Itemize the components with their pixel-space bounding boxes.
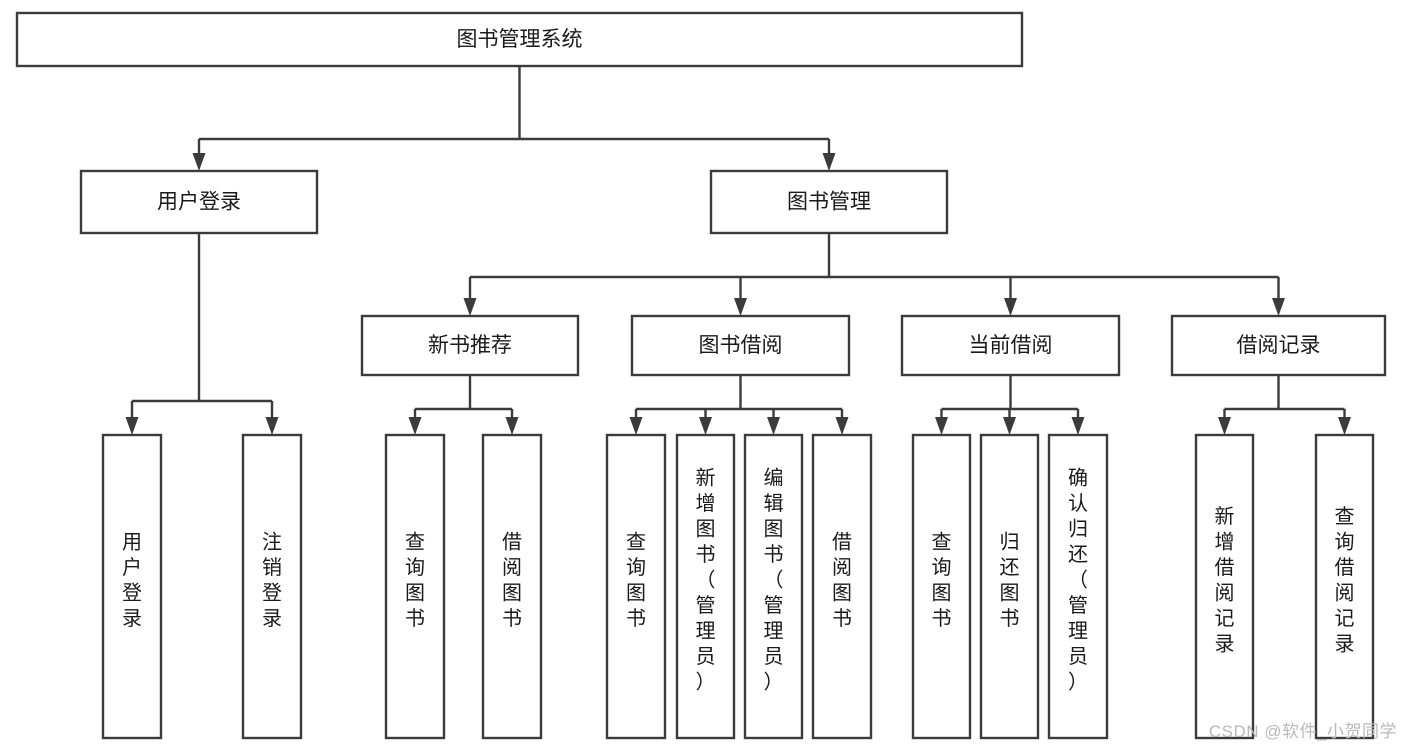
arrow-head-icon [767, 417, 780, 435]
node-book-manage[interactable]: 图书管理 [709, 169, 949, 235]
node-box[interactable] [1314, 433, 1375, 740]
node-borrow-record[interactable]: 借阅记录 [1170, 314, 1387, 377]
node-leaf-edit-book[interactable]: 编辑图书（管理员） [743, 433, 804, 740]
node-label: 新增借阅记录 [1215, 505, 1235, 656]
node-label: 用户登录 [122, 531, 142, 630]
node-user-login[interactable]: 用户登录 [79, 169, 319, 235]
node-box[interactable] [743, 433, 804, 740]
node-label: 新书推荐 [428, 334, 512, 357]
node-leaf-borrow-book[interactable]: 借阅图书 [811, 433, 873, 740]
arrow-head-icon [1338, 417, 1351, 435]
node-box[interactable] [1194, 433, 1255, 740]
node-leaf-query-book-rec[interactable]: 查询图书 [384, 433, 446, 740]
node-label: 借阅图书 [832, 530, 852, 630]
arrow-head-icon [265, 417, 279, 435]
node-leaf-borrow-book-rec[interactable]: 借阅图书 [481, 433, 543, 740]
node-label: 查询图书 [932, 530, 952, 630]
node-label: 图书管理系统 [457, 28, 583, 51]
node-layer: 图书管理系统用户登录图书管理新书推荐图书借阅当前借阅借阅记录用户登录注销登录查询… [15, 11, 1387, 740]
node-leaf-user-login[interactable]: 用户登录 [101, 433, 163, 740]
node-box[interactable] [979, 433, 1040, 740]
arrow-head-icon [835, 417, 849, 435]
arrow-head-icon [125, 417, 139, 435]
node-leaf-confirm-return[interactable]: 确认归还（管理员） [1047, 433, 1109, 740]
node-box[interactable] [360, 314, 580, 377]
node-box[interactable] [911, 433, 972, 740]
connector-group-user-login [125, 233, 279, 435]
arrow-head-icon [192, 153, 206, 171]
node-label: 当前借阅 [969, 334, 1053, 357]
node-label: 图书管理 [787, 191, 871, 214]
connector-layer [125, 66, 1351, 435]
connector-group-book-manage [463, 233, 1285, 316]
node-label: 查询借阅记录 [1335, 505, 1355, 656]
node-leaf-user-logout[interactable]: 注销登录 [241, 433, 303, 740]
node-leaf-query-book-borrow[interactable]: 查询图书 [605, 433, 667, 740]
arrow-head-icon [1004, 298, 1017, 316]
node-leaf-query-record[interactable]: 查询借阅记录 [1314, 433, 1375, 740]
node-box[interactable] [101, 433, 163, 740]
node-book-borrow[interactable]: 图书借阅 [630, 314, 851, 377]
connector-group-borrow-record [1218, 375, 1351, 435]
node-leaf-return-book[interactable]: 归还图书 [979, 433, 1040, 740]
node-label: 借阅记录 [1237, 334, 1321, 357]
node-box[interactable] [481, 433, 543, 740]
node-root[interactable]: 图书管理系统 [15, 11, 1024, 68]
node-new-book-rec[interactable]: 新书推荐 [360, 314, 580, 377]
arrow-head-icon [1003, 417, 1016, 435]
node-label: 归还图书 [1000, 530, 1020, 630]
node-box[interactable] [811, 433, 873, 740]
node-label: 确认归还（管理员） [1068, 467, 1088, 694]
node-box[interactable] [241, 433, 303, 740]
watermark-text: CSDN @软件_小贺同学 [1208, 722, 1397, 741]
node-leaf-add-record[interactable]: 新增借阅记录 [1194, 433, 1255, 740]
arrow-head-icon [699, 417, 712, 435]
node-leaf-query-book-current[interactable]: 查询图书 [911, 433, 972, 740]
connector-group-new-book-rec [408, 375, 519, 435]
node-leaf-add-book[interactable]: 新增图书（管理员） [675, 433, 736, 740]
node-box[interactable] [709, 169, 949, 235]
arrow-head-icon [629, 417, 643, 435]
node-box[interactable] [15, 11, 1024, 68]
node-label: 注销登录 [262, 530, 282, 630]
arrow-head-icon [505, 417, 519, 435]
arrow-head-icon [1071, 417, 1085, 435]
node-box[interactable] [630, 314, 851, 377]
arrow-head-icon [935, 417, 948, 435]
node-label: 借阅图书 [502, 530, 522, 630]
node-box[interactable] [605, 433, 667, 740]
node-box[interactable] [1047, 433, 1109, 740]
node-current-borrow[interactable]: 当前借阅 [900, 314, 1121, 377]
node-box[interactable] [384, 433, 446, 740]
node-box[interactable] [1170, 314, 1387, 377]
arrow-head-icon [822, 153, 836, 171]
node-label: 新增图书（管理员） [696, 467, 716, 694]
node-label: 编辑图书（管理员） [764, 467, 784, 694]
arrow-head-icon [463, 298, 477, 316]
node-label: 图书借阅 [699, 334, 783, 357]
node-box[interactable] [79, 169, 319, 235]
arrow-head-icon [1218, 417, 1231, 435]
arrow-head-icon [734, 298, 747, 316]
arrow-head-icon [1272, 298, 1285, 316]
connector-group-root [192, 66, 836, 171]
node-box[interactable] [675, 433, 736, 740]
connector-group-current-borrow [935, 375, 1085, 435]
node-label: 查询图书 [626, 530, 646, 630]
arrow-head-icon [408, 417, 422, 435]
node-box[interactable] [900, 314, 1121, 377]
connector-group-book-borrow [629, 375, 849, 435]
node-label: 查询图书 [405, 530, 425, 630]
node-label: 用户登录 [157, 191, 241, 214]
